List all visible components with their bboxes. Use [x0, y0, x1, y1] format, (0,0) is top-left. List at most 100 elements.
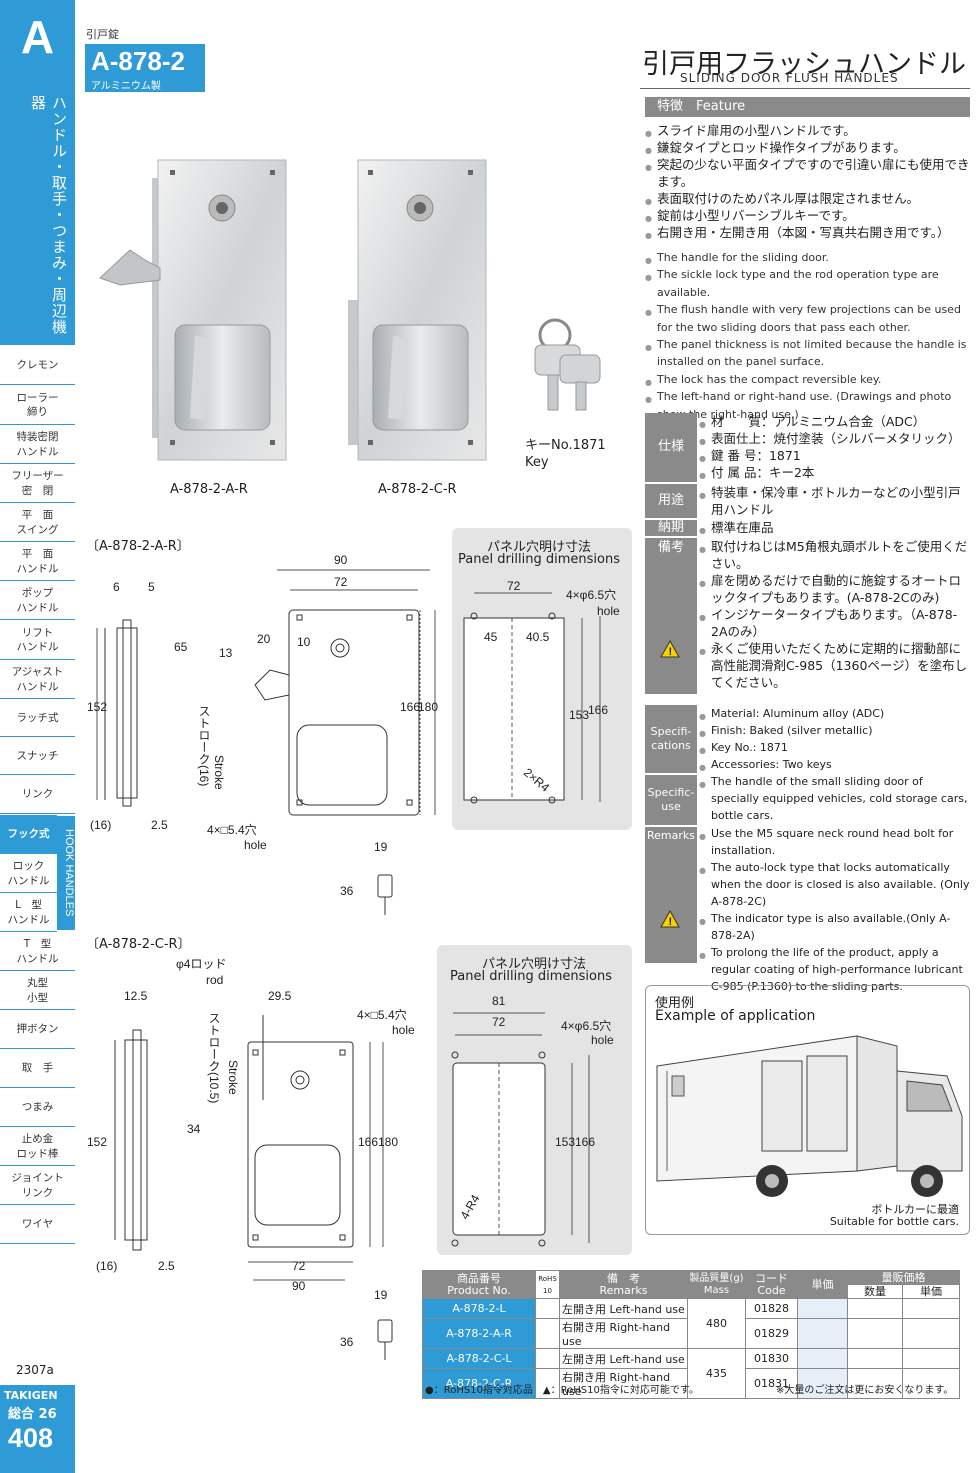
- material-label: アルミニウム製: [91, 81, 161, 92]
- sidebar-item[interactable]: 押ボタン: [0, 1011, 75, 1049]
- drawing-c-label: 〔A-878-2-C-R〕: [86, 937, 191, 952]
- sidebar-item[interactable]: 平 面 スイング: [0, 504, 75, 542]
- list-item: Key No.: 1871: [699, 739, 971, 759]
- list-item: 標準在庫品: [699, 519, 971, 539]
- list-item: 付 属 品：キー2本: [699, 464, 971, 484]
- dim-c-16: (16): [96, 1259, 118, 1273]
- panel-a-166: 166: [588, 703, 609, 717]
- sidebar-item[interactable]: ポップ ハンドル: [0, 582, 75, 620]
- list-item: 鍵 番 号：1871: [699, 447, 971, 467]
- dim-c-34: 34: [187, 1122, 201, 1136]
- sidebar: A ハンドル・取手・つまみ・周辺機器 クレモンローラー 締り特装密閉 ハンドルフ…: [0, 0, 75, 1473]
- sidebar-item[interactable]: リフト ハンドル: [0, 621, 75, 660]
- sidebar-item[interactable]: 特装密閉 ハンドル: [0, 426, 75, 464]
- sidebar-item[interactable]: ロック ハンドル: [0, 855, 57, 893]
- photo-handle-a: [99, 159, 287, 461]
- dim-a-152: 152: [87, 700, 108, 714]
- remarks-label-text: 備考: [657, 540, 684, 555]
- cell-code: 01829: [745, 1318, 798, 1349]
- remarks-label-en-text: Remarks: [647, 829, 695, 842]
- panel-a-hole: 4×φ6.5穴: [566, 588, 617, 602]
- sidebar-item[interactable]: クレモン: [0, 347, 75, 385]
- cell-vol-price: [902, 1318, 960, 1349]
- panel-a-153: 153: [569, 708, 590, 722]
- sidebar-item[interactable]: 止め金 ロッド棒: [0, 1128, 75, 1166]
- dim-a-20: 20: [257, 632, 271, 646]
- cell-product-no: A-878-2-A-R: [422, 1318, 536, 1349]
- sidebar-item[interactable]: L 型 ハンドル: [0, 894, 57, 932]
- dim-c-90: 90: [292, 1279, 306, 1293]
- th-volume-price: 量販価格: [847, 1270, 960, 1285]
- warning-icon: !: [660, 639, 680, 662]
- sidebar-item[interactable]: T 型 ハンドル: [0, 933, 75, 971]
- drawing-c: [114, 1015, 393, 1360]
- sidebar-item[interactable]: スナッチ: [0, 738, 75, 775]
- cell-code: 01830: [745, 1348, 798, 1369]
- dim-c-key-36: 36: [340, 1335, 354, 1349]
- list-item: The indicator type is also available.(On…: [699, 910, 971, 944]
- truck-illustration: [656, 1035, 963, 1197]
- list-item: 錠前は小型リバーシブルキーです。: [645, 207, 973, 227]
- cell-remarks: 右開き用 Right-hand use: [559, 1368, 688, 1399]
- dim-c-295: 29.5: [268, 989, 292, 1003]
- type-label: 引戸錠: [86, 28, 119, 41]
- dim-a-16: (16): [90, 818, 112, 832]
- cell-product-no: A-878-2-C-R: [422, 1368, 536, 1399]
- dim-c-25: 2.5: [158, 1259, 175, 1273]
- product-photos: [99, 159, 601, 461]
- panel-c-hole: 4×φ6.5穴: [561, 1019, 612, 1033]
- list-item: 鎌錠タイプとロッド操作タイプがあります。: [645, 139, 973, 159]
- panel-c-166: 166: [575, 1135, 596, 1149]
- panel-a-45: 45: [484, 630, 498, 644]
- dim-a-65: 65: [174, 640, 188, 654]
- cell-remarks: 左開き用 Left-hand use: [559, 1298, 688, 1319]
- delivery-label-jp: 納期: [645, 520, 697, 536]
- cell-product-no: A-878-2-L: [422, 1298, 536, 1319]
- dim-c-stroke-en: Stroke: [226, 1060, 240, 1095]
- list-item: To prolong the life of the product, appl…: [699, 944, 971, 995]
- dim-c-key-19: 19: [374, 1288, 388, 1302]
- remarks-list-en: Use the M5 square neck round head bolt f…: [699, 825, 971, 995]
- sidebar-item[interactable]: 平 面 ハンドル: [0, 543, 75, 581]
- dim-c-152: 152: [87, 1135, 108, 1149]
- panel-drilling-a: パネル穴明け寸法 Panel drilling dimensions 72 45…: [452, 528, 632, 830]
- sidebar-item[interactable]: つまみ: [0, 1089, 75, 1127]
- sidebar-item[interactable]: ローラー 締り: [0, 386, 75, 425]
- sidebar-item[interactable]: フック式: [0, 815, 57, 854]
- sidebar-item[interactable]: ワイヤ: [0, 1206, 75, 1244]
- list-item: The flush handle with very few projectio…: [645, 301, 973, 336]
- panel-c-hole-en: hole: [591, 1033, 614, 1047]
- remarks-list-jp: 取付けねじはM5角根丸頭ボルトをご使用ください。扉を閉めるだけで自動的に施錠する…: [699, 538, 971, 691]
- panel-a-shape: [463, 592, 601, 804]
- cell-code: 01831: [745, 1368, 798, 1399]
- cell-remarks: 左開き用 Left-hand use: [559, 1348, 688, 1369]
- page-title: 引戸用フラッシュハンドル: [642, 49, 966, 80]
- sidebar-item[interactable]: リンク: [0, 776, 75, 814]
- cell-code: 01828: [745, 1298, 798, 1319]
- sidebar-item[interactable]: ラッチ式: [0, 700, 75, 737]
- list-item: Use the M5 square neck round head bolt f…: [699, 825, 971, 859]
- use-label-jp: 用途: [645, 484, 697, 518]
- cell-rohs: [535, 1348, 560, 1369]
- delivery-list-jp: 標準在庫品: [699, 519, 971, 539]
- cell-rohs: [535, 1298, 560, 1319]
- cell-unit-price: [797, 1368, 848, 1399]
- sidebar-item[interactable]: アジャスト ハンドル: [0, 661, 75, 699]
- cell-unit-price: [797, 1348, 848, 1369]
- product-code: A-878-2: [91, 46, 185, 76]
- category-title: ハンドル・取手・つまみ・周辺機器: [29, 95, 68, 335]
- sidebar-item[interactable]: ジョイント リンク: [0, 1167, 75, 1205]
- dim-c-hole: 4×□5.4穴: [357, 1008, 407, 1022]
- list-item: 取付けねじはM5角根丸頭ボルトをご使用ください。: [699, 538, 971, 572]
- catalog-label: 総合 26: [8, 1407, 57, 1422]
- dim-a-key-19: 19: [374, 840, 388, 854]
- sidebar-item[interactable]: 取 手: [0, 1050, 75, 1088]
- sidebar-item[interactable]: 丸型 小型: [0, 972, 75, 1010]
- photo-handle-c: [348, 159, 487, 461]
- footnote-rohs: ●：RoHS10指令対応品 ▲：RoHS10指令に対応可能です。: [425, 1385, 699, 1396]
- list-item: スライド扉用の小型ハンドルです。: [645, 122, 973, 142]
- sidebar-item[interactable]: フリーザー 密 閉: [0, 465, 75, 503]
- dim-c-rod: φ4ロッド: [176, 957, 227, 971]
